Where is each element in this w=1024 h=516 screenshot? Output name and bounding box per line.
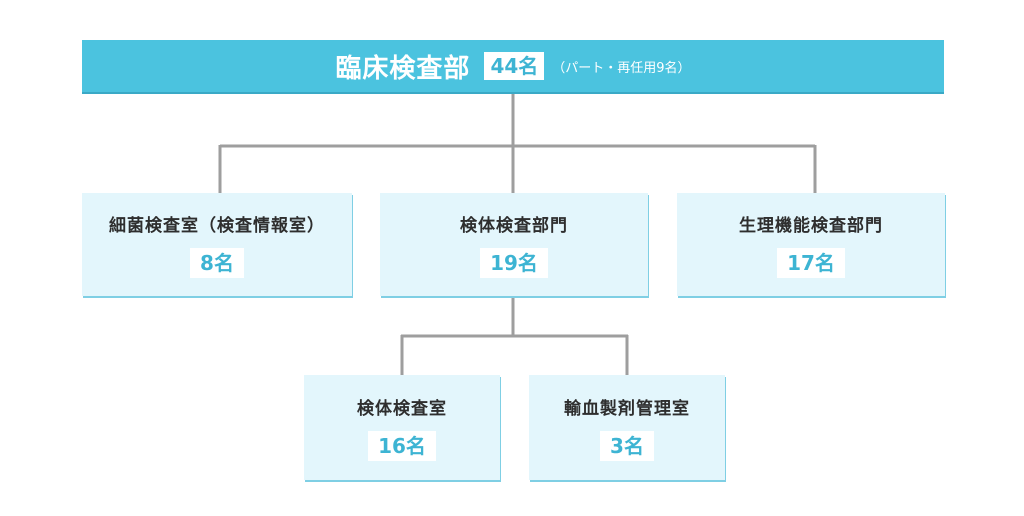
- unit-count: 19名: [480, 248, 548, 278]
- subunit-title: 検体検査室: [357, 399, 447, 419]
- unit-bacteriology: 細菌検査室（検査情報室） 8名: [82, 193, 352, 296]
- department-header: 臨床検査部 44名 （パート・再任用9名）: [82, 40, 944, 92]
- subunit-count: 16名: [368, 431, 436, 461]
- unit-title: 検体検査部門: [460, 216, 568, 236]
- unit-title: 生理機能検査部門: [739, 216, 883, 236]
- department-note: （パート・再任用9名）: [552, 60, 691, 76]
- department-count: 44名: [484, 52, 545, 80]
- subunit-count: 3名: [600, 431, 654, 461]
- subunit-specimen-room: 検体検査室 16名: [304, 375, 500, 480]
- unit-specimen-testing: 検体検査部門 19名: [380, 193, 648, 296]
- unit-title: 細菌検査室（検査情報室）: [109, 216, 325, 236]
- department-title: 臨床検査部: [335, 53, 471, 84]
- unit-count: 8名: [190, 248, 244, 278]
- unit-physiology: 生理機能検査部門 17名: [677, 193, 945, 296]
- subunit-title: 輸血製剤管理室: [564, 399, 690, 419]
- unit-count: 17名: [777, 248, 845, 278]
- subunit-transfusion-room: 輸血製剤管理室 3名: [529, 375, 725, 480]
